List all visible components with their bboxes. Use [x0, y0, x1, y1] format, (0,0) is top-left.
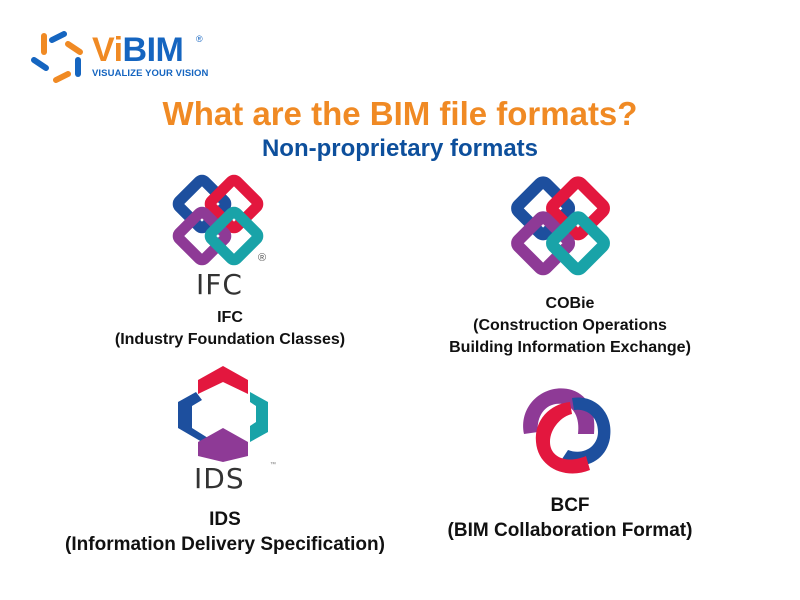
- cobie-abbr: COBie: [545, 295, 595, 312]
- bcf-logo-icon: [523, 388, 611, 474]
- cobie-label: COBie (Construction Operations Building …: [410, 293, 730, 359]
- ids-abbr: IDS: [209, 509, 241, 530]
- vibim-logo: ViBIM ® VISUALIZE YOUR VISION: [28, 30, 218, 86]
- ids-caption: IDS: [194, 462, 245, 495]
- brand-tagline: VISUALIZE YOUR VISION: [92, 68, 209, 79]
- ifc-card-graphic: IFC ®: [168, 172, 278, 301]
- ifc-full-name: (Industry Foundation Classes): [114, 331, 346, 348]
- ifc-abbr: IFC: [217, 309, 243, 326]
- page-subtitle: Non-proprietary formats: [261, 135, 539, 162]
- bcf-card-graphic: [510, 376, 620, 486]
- bcf-abbr: BCF: [550, 495, 590, 516]
- cobie-card-graphic: [506, 172, 626, 287]
- bcf-label: BCF (BIM Collaboration Format): [410, 493, 730, 543]
- ifc-caption: IFC: [196, 268, 243, 301]
- vibim-mark-icon: [31, 31, 83, 83]
- ids-full-name: (Information Delivery Specification): [65, 534, 385, 555]
- ids-label: IDS (Information Delivery Specification): [40, 507, 410, 557]
- registered-mark: ®: [196, 34, 203, 44]
- cobie-logo-icon: [511, 176, 610, 276]
- ids-card-graphic: IDS ™: [168, 362, 278, 502]
- ids-logo-icon: [178, 366, 268, 462]
- ifc-label: IFC (Industry Foundation Classes): [60, 307, 400, 351]
- page-title: What are the BIM file formats?: [162, 95, 638, 132]
- cobie-full-name-line2: Building Information Exchange): [449, 339, 691, 356]
- brand-name: ViBIM: [92, 31, 184, 69]
- ids-trademark: ™: [270, 462, 276, 468]
- ifc-registered-mark: ®: [258, 252, 267, 264]
- bcf-full-name: (BIM Collaboration Format): [447, 520, 693, 541]
- cobie-full-name-line1: (Construction Operations: [473, 317, 667, 334]
- ifc-logo-icon: [172, 174, 264, 266]
